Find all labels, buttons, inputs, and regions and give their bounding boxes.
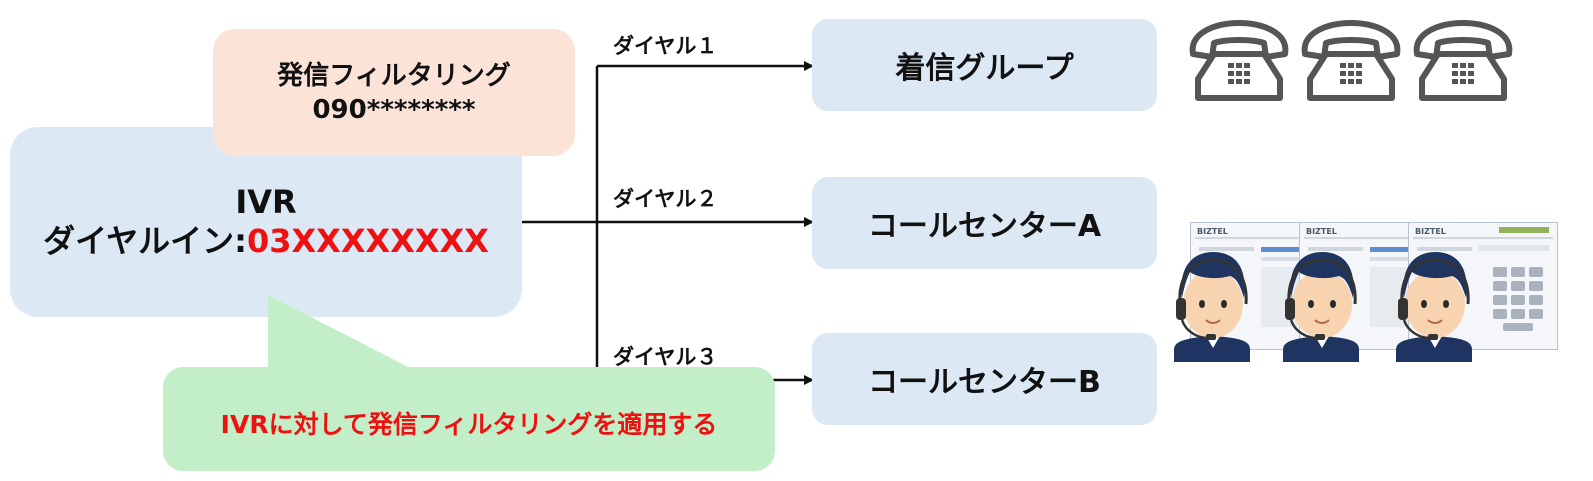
panel-brand: BIZTEL (1415, 227, 1446, 236)
dial-label-1: ダイヤル１ (613, 34, 718, 58)
panel-brand: BIZTEL (1197, 227, 1228, 236)
telephone-icon (1189, 20, 1289, 101)
dial-label-3: ダイヤル３ (613, 345, 718, 369)
telephone-icon (1301, 20, 1401, 101)
filter-box: 発信フィルタリング 090******** (213, 29, 575, 156)
destination-call-center-a: コールセンターA (812, 177, 1157, 269)
destination-label: 着信グループ (895, 51, 1074, 86)
destination-label: コールセンターB (868, 365, 1101, 400)
dial-label-2: ダイヤル２ (613, 187, 718, 211)
callout-text: IVRに対して発信フィルタリングを適用する (220, 410, 718, 439)
destination-incoming-group: 着信グループ (812, 19, 1157, 111)
ivr-dialin: ダイヤルイン:03XXXXXXXX (43, 221, 489, 261)
callout-box: IVRに対して発信フィルタリングを適用する (163, 367, 775, 471)
ivr-dialin-label: ダイヤルイン: (43, 222, 247, 260)
panel-brand: BIZTEL (1306, 227, 1337, 236)
destination-call-center-b: コールセンターB (812, 333, 1157, 425)
destination-label: コールセンターA (867, 209, 1102, 244)
operator-with-headset-icon: BIZTEL (1390, 220, 1558, 362)
telephone-icon (1413, 20, 1513, 101)
ivr-dialin-number: 03XXXXXXXX (246, 222, 489, 260)
filter-title: 発信フィルタリング (277, 60, 511, 91)
filter-number: 090******** (312, 94, 476, 125)
ivr-title: IVR (235, 183, 297, 221)
ivr-box: IVR ダイヤルイン:03XXXXXXXX (10, 127, 522, 317)
